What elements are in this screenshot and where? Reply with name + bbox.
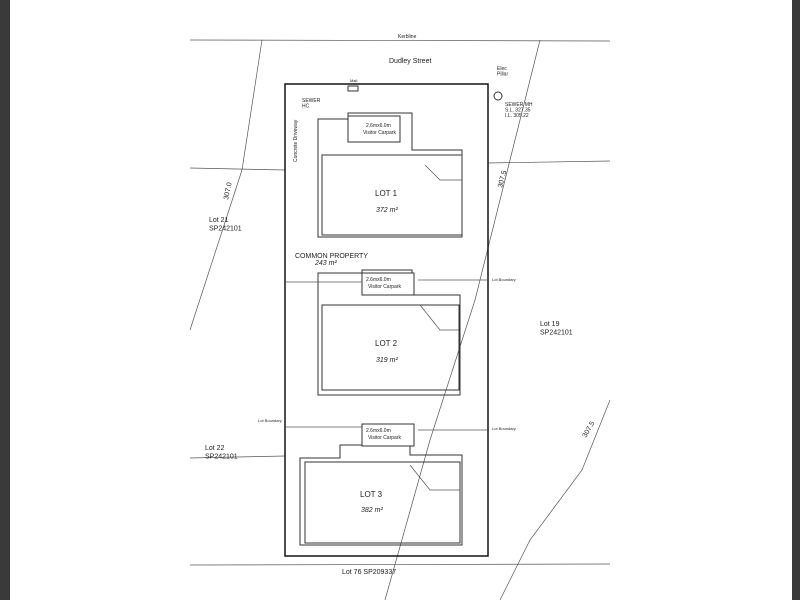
contour-line: [189, 39, 263, 331]
building-detail: [424, 164, 462, 181]
lot-3-name: LOT 3: [360, 490, 383, 499]
building-detail: [409, 464, 460, 491]
visitor-carpark-1: [347, 115, 401, 143]
site-boundary: [284, 83, 489, 557]
contour-line: [384, 39, 541, 600]
carpark-size: 2.6mx6.0m: [366, 428, 391, 434]
sewer-manhole-icon: [493, 91, 503, 101]
fence-line: [189, 563, 611, 566]
carpark-label: Visitor Carpark: [368, 435, 401, 441]
fence-line: [189, 167, 286, 171]
contour-label: 307.5: [497, 170, 508, 189]
carpark-size: 2.6mx6.0m: [366, 277, 391, 283]
contour-label: 307.0: [223, 182, 234, 201]
carpark-label: Visitor Carpark: [368, 284, 401, 290]
neighbour-lot-76: Lot 76 SP209337: [342, 569, 396, 576]
concrete-driveway-label: Concrete Driveway: [293, 119, 299, 162]
street-name: Dudley Street: [389, 58, 431, 65]
fence-line: [487, 160, 611, 164]
lot-2-building: [321, 304, 460, 391]
kerbline-label: Kerbline: [398, 34, 417, 40]
lot-1-name: LOT 1: [375, 189, 398, 198]
lot-3-boundary: [299, 444, 463, 546]
lot-1-area: 372 m²: [376, 207, 398, 214]
common-property-area: 243 m²: [314, 260, 337, 267]
lot-boundary-label: Lot Boundary: [492, 277, 516, 282]
carpark-size: 2.6mx6.0m: [366, 123, 391, 129]
visitor-carpark-3: [361, 423, 415, 447]
fence-line: [189, 455, 286, 459]
lot-2-name: LOT 2: [375, 339, 398, 348]
lot-2-area: 319 m²: [376, 357, 398, 364]
visitor-carpark-2: [361, 272, 415, 296]
common-property-label: COMMON PROPERTY: [295, 253, 368, 260]
building-detail: [419, 304, 459, 331]
lot-boundary-label: Lot Boundary: [258, 418, 282, 423]
contour-line: [499, 399, 611, 600]
lot-3-building: [304, 461, 461, 544]
mail-label: Mail: [350, 78, 357, 83]
lot-3-area: 382 m²: [361, 507, 383, 514]
carpark-label: Visitor Carpark: [363, 130, 396, 136]
mailbox-icon: [347, 85, 359, 92]
lot-1-building: [321, 154, 463, 236]
lot-boundary-label: Lot Boundary: [492, 426, 516, 431]
page-sheet: [10, 0, 792, 600]
